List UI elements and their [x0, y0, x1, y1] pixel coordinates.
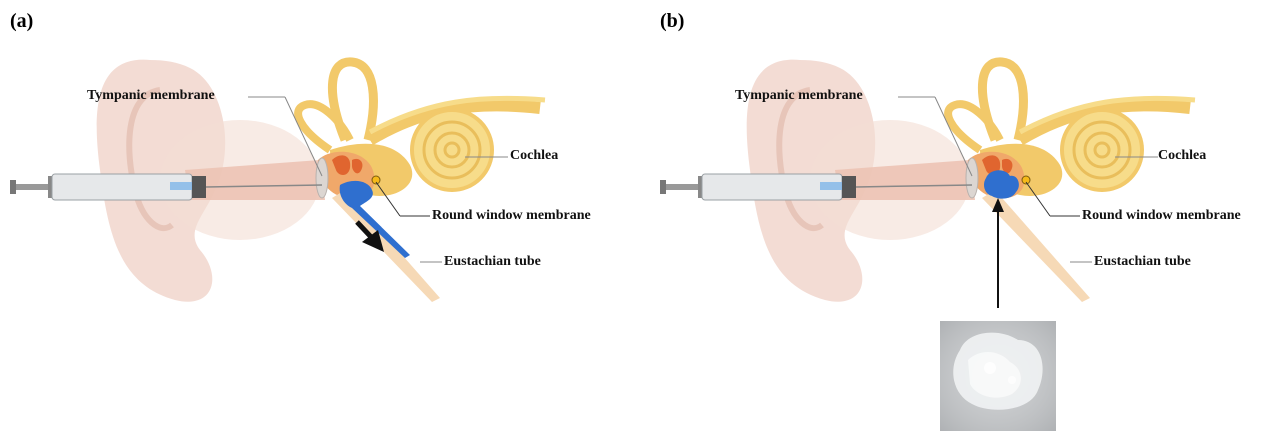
panel-label: (b): [660, 10, 685, 32]
ossicle: [352, 158, 363, 174]
semicircular-canal: [327, 57, 378, 142]
cochlea-label: Cochlea: [510, 148, 559, 163]
eustachian-tube-label: Eustachian tube: [444, 254, 541, 269]
ossicle: [982, 155, 1001, 175]
nerve-strand: [368, 95, 546, 135]
round-window-shape: [371, 175, 381, 185]
ossicle: [332, 155, 351, 175]
semicircular-canal: [977, 57, 1028, 142]
eustachian-tube-shape: [332, 190, 440, 302]
pointer-arrow: [992, 198, 1004, 308]
round-window-label: Round window membrane: [1082, 208, 1241, 223]
ear-canal: [185, 160, 325, 200]
syringe: [660, 173, 973, 201]
semicircular-canal: [294, 100, 354, 154]
ear-diagram: [660, 57, 1196, 431]
semicircular-canal: [944, 100, 1004, 154]
round-window-label: Round window membrane: [432, 208, 591, 223]
eustachian-tube-shape: [982, 190, 1090, 302]
gel-blob: [984, 170, 1019, 199]
round-window-shape: [1021, 175, 1031, 185]
panel-b: (b): [650, 0, 1281, 431]
panel-label: (a): [10, 10, 34, 32]
ear-diagram: [10, 57, 546, 302]
injected-fluid: [339, 180, 410, 258]
panel-a: (a): [0, 0, 640, 431]
syringe: [10, 173, 323, 201]
nerve-strand: [1018, 95, 1196, 135]
gel-photo: [940, 321, 1056, 431]
eustachian-tube-label: Eustachian tube: [1094, 254, 1191, 269]
flow-arrow: [355, 220, 384, 252]
ossicle: [1002, 158, 1013, 174]
tympanic-membrane-shape: [315, 157, 329, 199]
tympanic-membrane-label: Tympanic membrane: [735, 88, 863, 103]
tympanic-membrane-shape: [965, 157, 979, 199]
ear-canal: [835, 160, 975, 200]
tympanic-membrane-label: Tympanic membrane: [87, 88, 215, 103]
cochlea-label: Cochlea: [1158, 148, 1207, 163]
